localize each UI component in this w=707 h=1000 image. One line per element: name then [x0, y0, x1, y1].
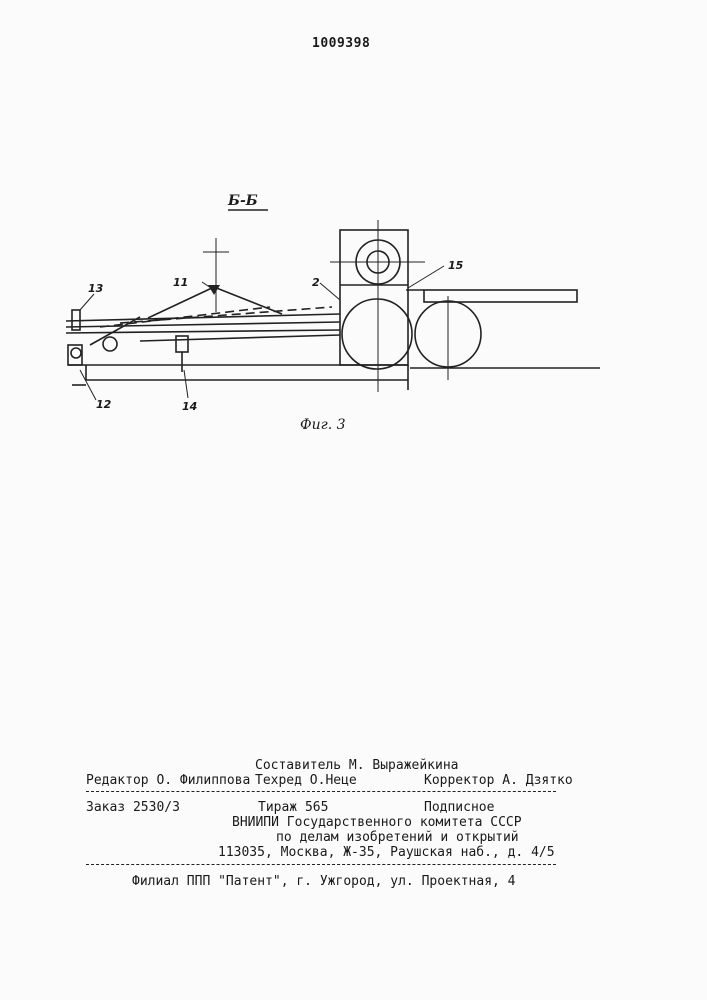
circulation-line: Тираж 565 [258, 800, 328, 815]
order-line: Заказ 2530/3 [86, 800, 180, 815]
label-12: 12 [96, 398, 111, 411]
subscription-line: Подписное [424, 800, 494, 815]
label-15: 15 [448, 259, 463, 272]
label-2: 2 [312, 276, 320, 289]
org-line-1: ВНИИПИ Государственного комитета СССР [232, 815, 522, 830]
label-11: 11 [173, 276, 188, 289]
corrector-line: Корректор А. Дзятко [424, 773, 573, 788]
editor-line: Редактор О. Филиппова [86, 773, 250, 788]
techred-line: Техред О.Неце [255, 773, 357, 788]
branch-line: Филиал ППП "Патент", г. Ужгород, ул. Про… [132, 874, 516, 889]
divider-top [86, 791, 556, 792]
address-line: 113035, Москва, Ж-35, Раушская наб., д. … [218, 845, 555, 860]
figure-caption: Фиг. 3 [300, 418, 346, 433]
section-label: Б-Б [228, 194, 258, 209]
compiler-line: Составитель М. Выражейкина [255, 758, 459, 773]
org-line-2: по делам изобретений и открытий [276, 830, 519, 845]
label-14: 14 [182, 400, 197, 413]
divider-bottom [86, 864, 556, 865]
label-13: 13 [88, 282, 103, 295]
